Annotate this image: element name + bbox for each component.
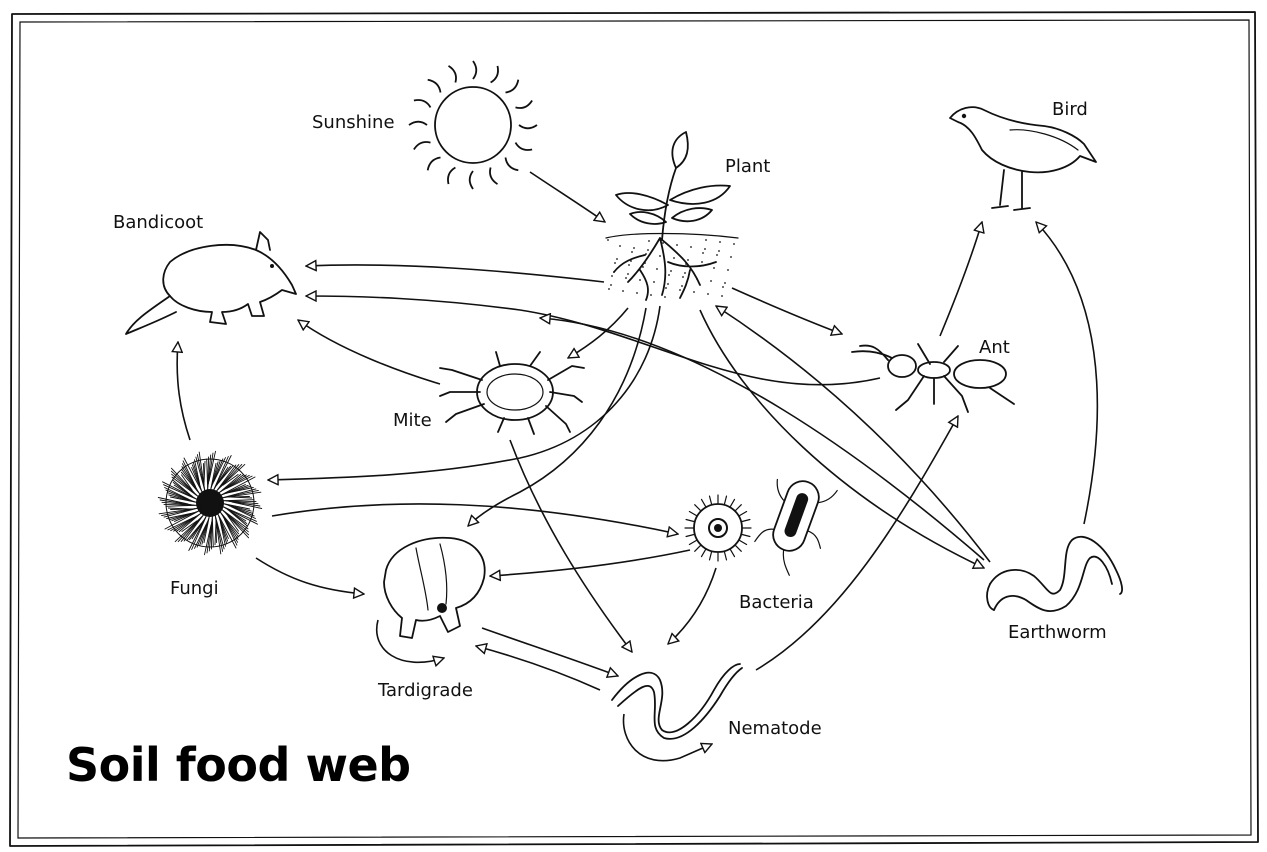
label-sunshine: Sunshine <box>312 112 395 133</box>
tardigrade-illustration <box>383 536 486 639</box>
link-nematode-ant <box>755 416 958 671</box>
link-plant-ant <box>731 287 842 334</box>
label-plant: Plant <box>725 156 771 177</box>
link-sunshine-plant <box>529 171 605 222</box>
plant-illustration <box>605 131 739 301</box>
link-ant-bird <box>939 222 982 337</box>
page-border <box>9 11 1259 847</box>
link-mite-nematode <box>509 439 632 652</box>
diagram-title: Soil food web <box>66 738 411 792</box>
link-plant-earthworm <box>699 309 984 568</box>
label-ant: Ant <box>979 337 1010 358</box>
link-tardigrade-nematode <box>481 627 618 676</box>
link-earthworm-bird <box>1036 222 1099 525</box>
label-bird: Bird <box>1052 99 1088 120</box>
bird-illustration <box>949 106 1097 211</box>
link-tardigrade-self <box>375 619 444 662</box>
link-mite-bandicoot <box>298 320 441 385</box>
label-earthworm: Earthworm <box>1008 622 1107 643</box>
label-bacteria: Bacteria <box>739 592 814 613</box>
link-plant-tardigrade <box>468 307 647 526</box>
link-fungi-tardigrade <box>255 557 364 594</box>
link-plant-mite <box>568 307 629 358</box>
link-nematode-tardigrade <box>476 646 601 691</box>
mite-illustration <box>439 351 585 435</box>
label-fungi: Fungi <box>170 578 219 599</box>
link-fungi-bacteria <box>271 503 678 534</box>
link-earthworm-plant <box>716 306 991 563</box>
link-fungi-bandicoot <box>177 342 191 441</box>
ant-illustration <box>851 343 1015 413</box>
label-bandicoot: Bandicoot <box>113 212 204 233</box>
link-plant-fungi <box>268 305 661 480</box>
link-nematode-self <box>622 713 712 762</box>
earthworm-illustration <box>986 535 1123 613</box>
link-earthworm-bandicoot <box>540 318 985 561</box>
sun-illustration <box>408 60 538 190</box>
label-mite: Mite <box>393 410 432 431</box>
link-bacteria-tardigrade <box>490 549 691 576</box>
nematode-illustration <box>611 663 743 740</box>
link-bacteria-nematode <box>668 567 717 644</box>
label-tardigrade: Tardigrade <box>378 680 473 701</box>
bacteria-illustration <box>684 478 838 576</box>
bandicoot-illustration <box>125 231 297 335</box>
label-nematode: Nematode <box>728 718 822 739</box>
link-plant-bandicoot <box>306 265 605 283</box>
food-web-links <box>177 171 1099 762</box>
fungi-illustration <box>157 450 263 556</box>
